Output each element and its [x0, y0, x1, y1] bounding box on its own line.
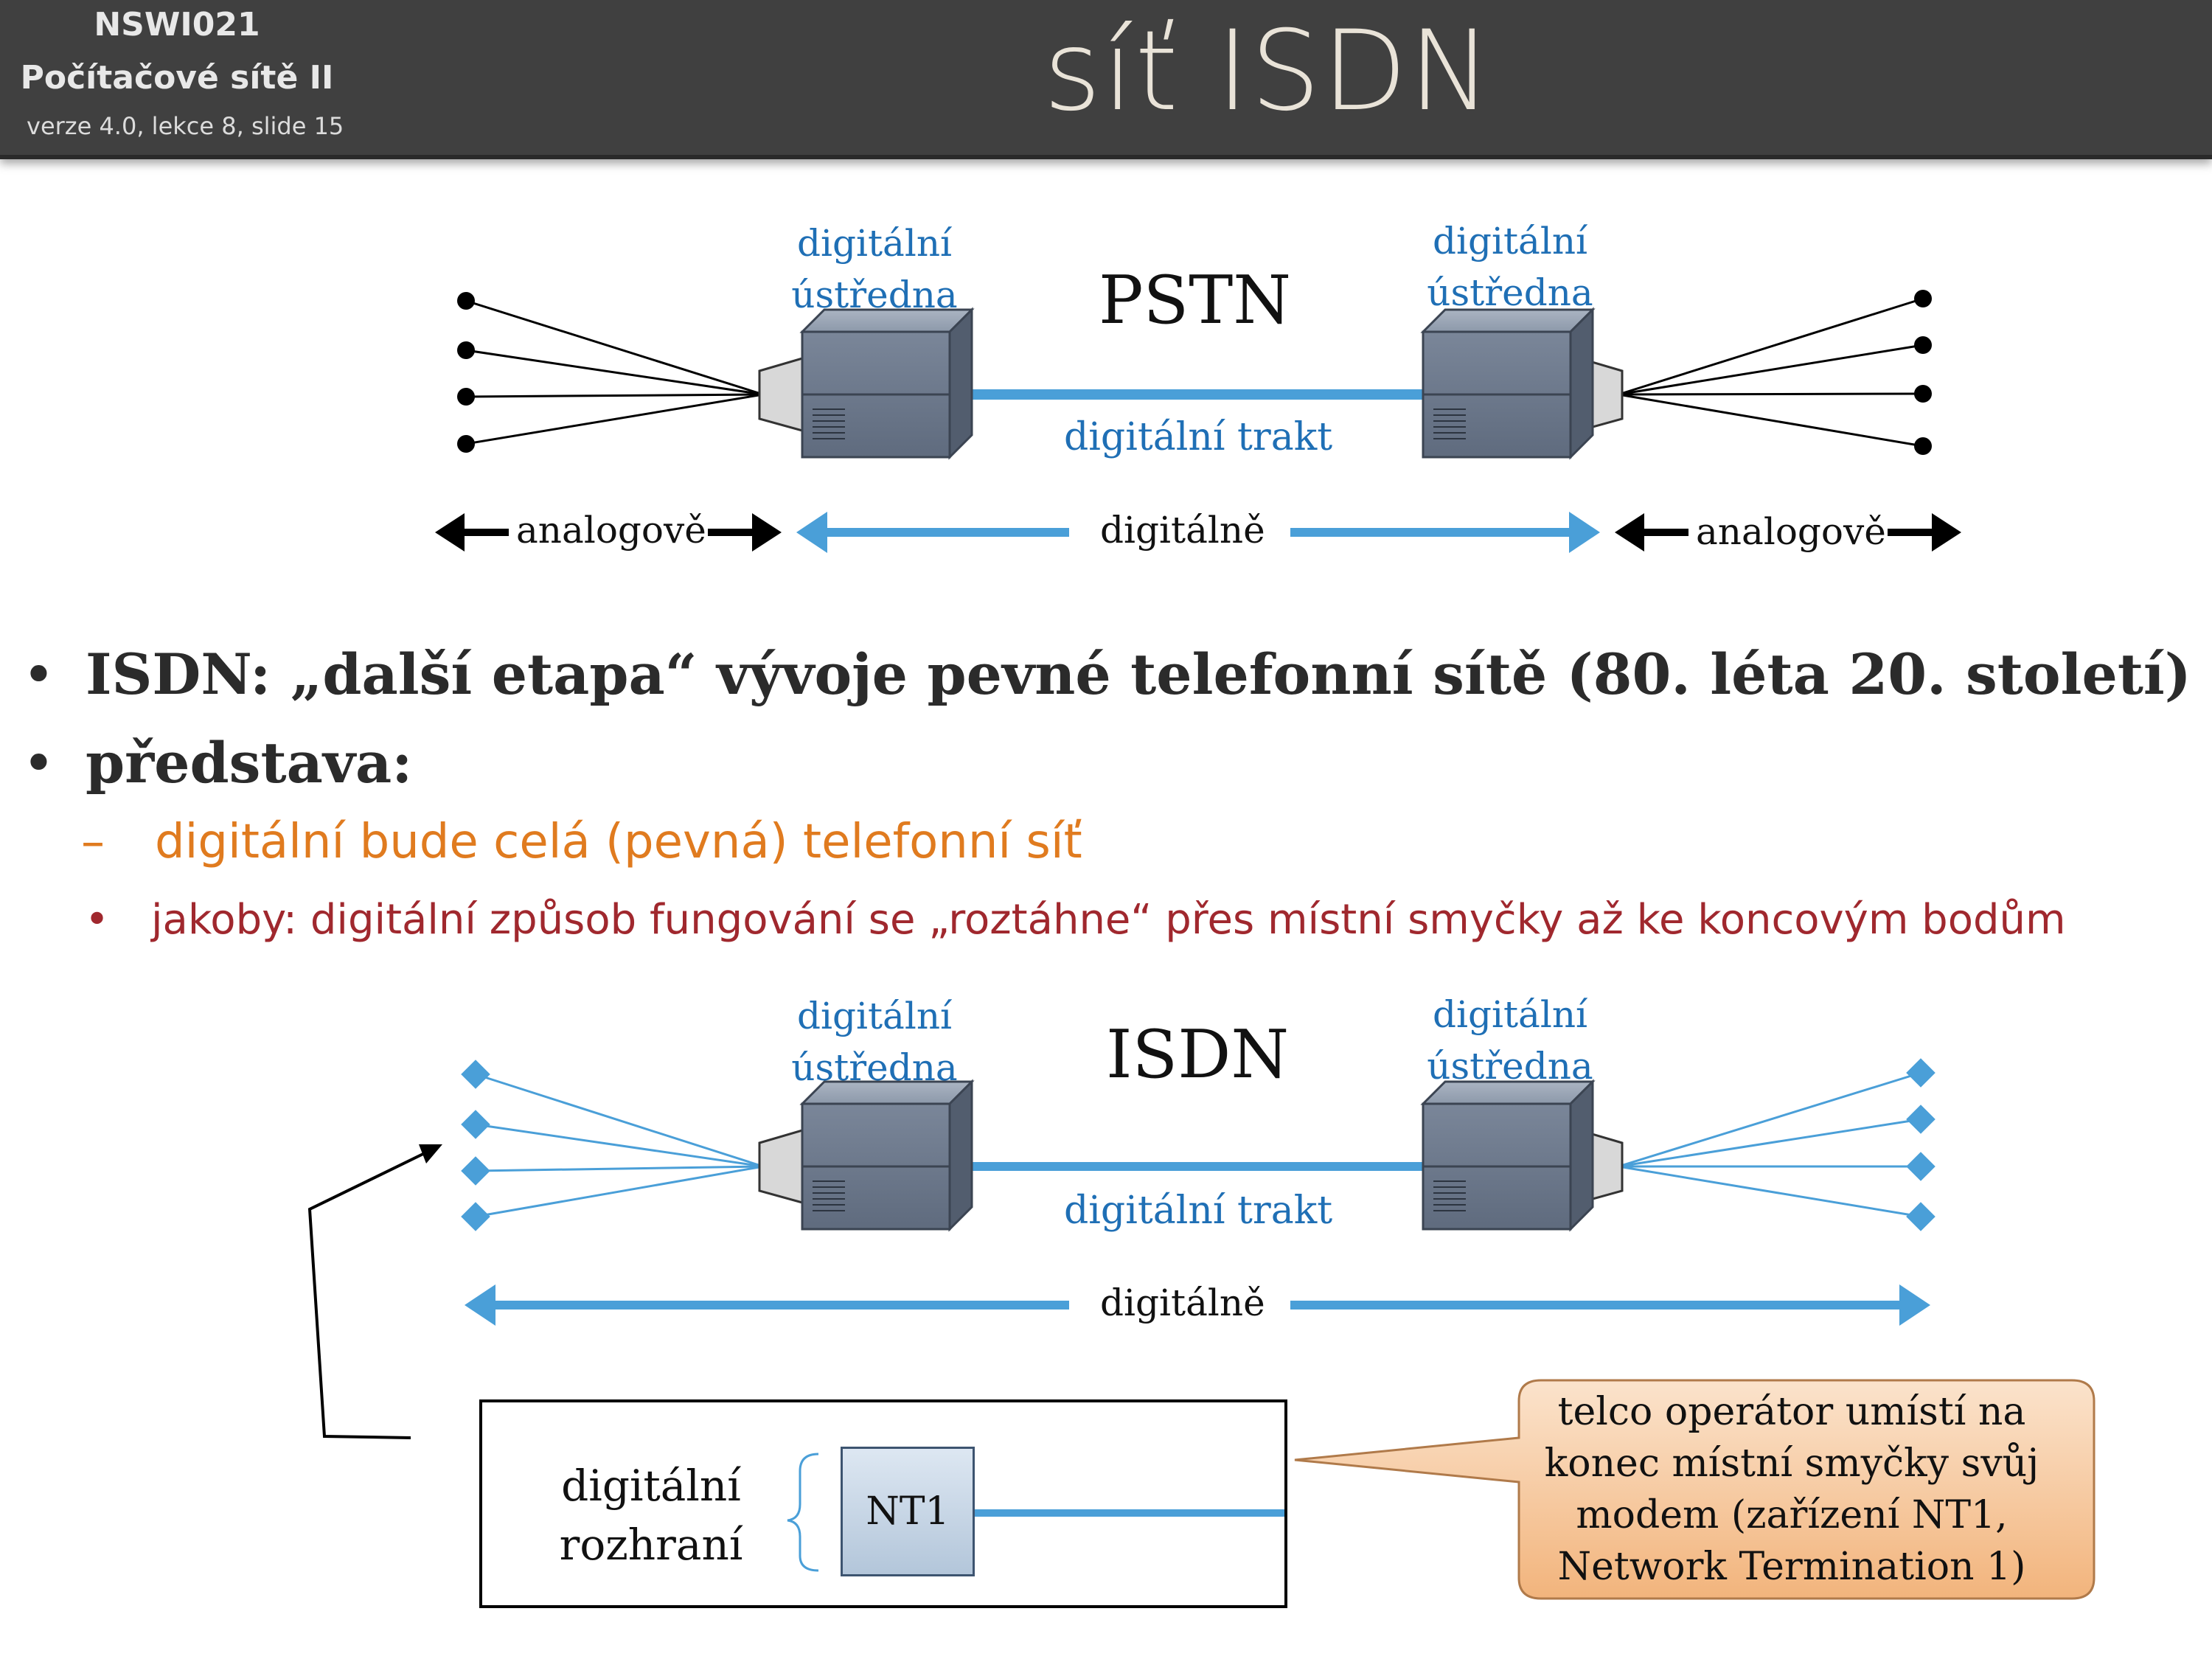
isdn-left-connector [758, 1128, 804, 1204]
isdn-right-switch-label-line2: ústředna [1427, 1045, 1593, 1088]
pstn-left-switch-label-line1: digitální [796, 222, 953, 265]
bullet-concept-text: představa: [86, 730, 413, 796]
pstn-right-loops [1618, 297, 1924, 448]
callout-text: telco operátor umístí na konec místní sm… [1512, 1386, 2072, 1593]
callout-line2: konec místní smyčky svůj [1544, 1441, 2039, 1486]
pstn-left-loops [465, 299, 764, 445]
slide-version: verze 4.0, lekce 8, slide 15 [27, 112, 344, 140]
isdn-left-switch-label: digitální ústředna [764, 990, 985, 1093]
interface-label: digitální rozhraní [552, 1456, 751, 1574]
pstn-left-switch-label: digitální ústředna [764, 218, 985, 321]
isdn-left-loops [475, 1073, 764, 1218]
pstn-digital-arrow [796, 512, 1600, 553]
isdn-right-loops [1618, 1071, 1921, 1218]
bullet-marker: • [22, 641, 55, 707]
isdn-left-endpoints [461, 1060, 490, 1231]
pstn-right-switch-icon [1422, 308, 1594, 459]
nt1-device: NT1 [841, 1447, 975, 1576]
course-code: NSWI021 [94, 6, 260, 44]
bullet-isdn-intro-text: ISDN: „další etapa“ vývoje pevné telefon… [86, 641, 2191, 707]
pstn-analog-right-arrow [1615, 513, 1961, 552]
bullet-marker: • [85, 896, 110, 944]
pstn-left-switch-icon [801, 308, 973, 459]
callout-bubble [1294, 1379, 2096, 1600]
sub-bullet-digital-network: –digitální bude celá (pevná) telefonní s… [81, 815, 1082, 869]
pstn-right-endpoints [1914, 290, 1932, 455]
isdn-left-switch-label-line2: ústředna [791, 1046, 958, 1089]
course-name: Počítačové sítě II [20, 59, 334, 97]
pstn-network-name: PSTN [1099, 262, 1291, 339]
bullet-marker: • [22, 730, 55, 796]
nt1-detail-box [479, 1399, 1287, 1608]
isdn-right-switch-icon [1422, 1080, 1594, 1231]
pstn-left-switch-label-line2: ústředna [791, 274, 958, 316]
pstn-digital-label: digitálně [1100, 509, 1265, 552]
pstn-right-switch-label-line2: ústředna [1427, 271, 1593, 314]
isdn-diagram [307, 1058, 2096, 1600]
callout-line3: modem (zařízení NT1, [1576, 1493, 2008, 1537]
nt1-pointer-arrow [307, 1144, 442, 1439]
sub-bullet-digital-network-text: digitální bude celá (pevná) telefonní sí… [155, 815, 1082, 869]
pstn-right-switch-label-line1: digitální [1432, 220, 1588, 262]
isdn-right-switch-label-line1: digitální [1432, 993, 1588, 1036]
slide-title: síť ISDN [1043, 7, 1493, 136]
pstn-trunk-label: digitální trakt [1064, 415, 1333, 459]
pstn-right-analog-label: analogově [1696, 510, 1886, 553]
isdn-left-switch-label-line1: digitální [796, 995, 953, 1037]
isdn-trunk-label: digitální trakt [1064, 1189, 1333, 1233]
interface-label-line1: digitální [561, 1461, 741, 1511]
pstn-diagram [435, 290, 1961, 553]
bullet-concept: • představa: [22, 730, 412, 796]
callout-line1: telco operátor umístí na [1557, 1390, 2026, 1434]
isdn-digital-arrow [465, 1284, 1930, 1326]
sub-sub-bullet-stretch: • jakoby: digitální způsob fungování se „… [85, 896, 2066, 944]
isdn-right-endpoints [1906, 1058, 1935, 1231]
pstn-left-endpoints [457, 292, 475, 453]
callout-line4: Network Termination 1) [1557, 1545, 2026, 1589]
sub-sub-bullet-stretch-text: jakoby: digitální způsob fungování se „r… [151, 896, 2066, 944]
pstn-analog-left-arrow [435, 513, 782, 552]
pstn-left-connector [758, 356, 804, 432]
dash-marker: – [81, 815, 105, 869]
isdn-left-switch-icon [801, 1080, 973, 1231]
bullet-isdn-intro: • ISDN: „další etapa“ vývoje pevné telefo… [22, 641, 2191, 707]
interface-brace [787, 1453, 819, 1572]
pstn-left-analog-label: analogově [516, 509, 706, 552]
isdn-right-switch-label: digitální ústředna [1399, 989, 1621, 1092]
isdn-network-name: ISDN [1106, 1016, 1290, 1093]
interface-label-line2: rozhraní [559, 1520, 743, 1570]
pstn-right-switch-label: digitální ústředna [1399, 215, 1621, 319]
isdn-digital-label: digitálně [1100, 1281, 1265, 1324]
slide-header: NSWI021 Počítačové sítě II verze 4.0, le… [0, 0, 2212, 159]
